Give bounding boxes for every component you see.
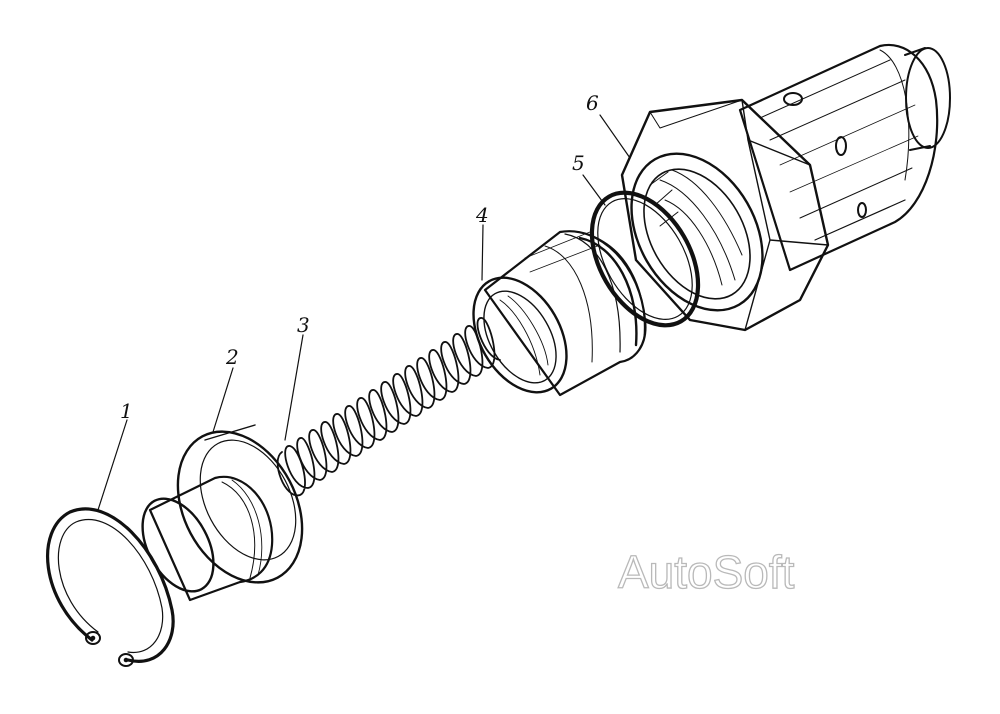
leader-line-2	[212, 367, 234, 433]
leader-lines	[97, 114, 631, 511]
leader-line-6	[599, 114, 631, 159]
leader-line-5	[582, 174, 606, 206]
leader-line-3	[284, 334, 304, 441]
part-5-o-ring	[589, 190, 701, 328]
leader-line-1	[97, 419, 128, 511]
leader-line-4	[481, 224, 484, 281]
callout-3: 3	[297, 313, 310, 337]
callout-1: 1	[120, 399, 133, 423]
part-3-spring	[276, 317, 501, 497]
part-2-piston	[141, 424, 304, 602]
watermark-text: AutoSoft	[618, 546, 795, 598]
callout-6: 6	[586, 91, 599, 115]
part-6-hex-housing	[620, 43, 951, 332]
part-4-sleeve	[472, 230, 647, 397]
callout-labels: 1 2 3 4 5 6	[120, 91, 599, 423]
callout-2: 2	[225, 345, 239, 369]
callout-4: 4	[475, 203, 489, 227]
callout-5: 5	[572, 151, 585, 175]
part-1-snap-ring	[45, 507, 175, 667]
